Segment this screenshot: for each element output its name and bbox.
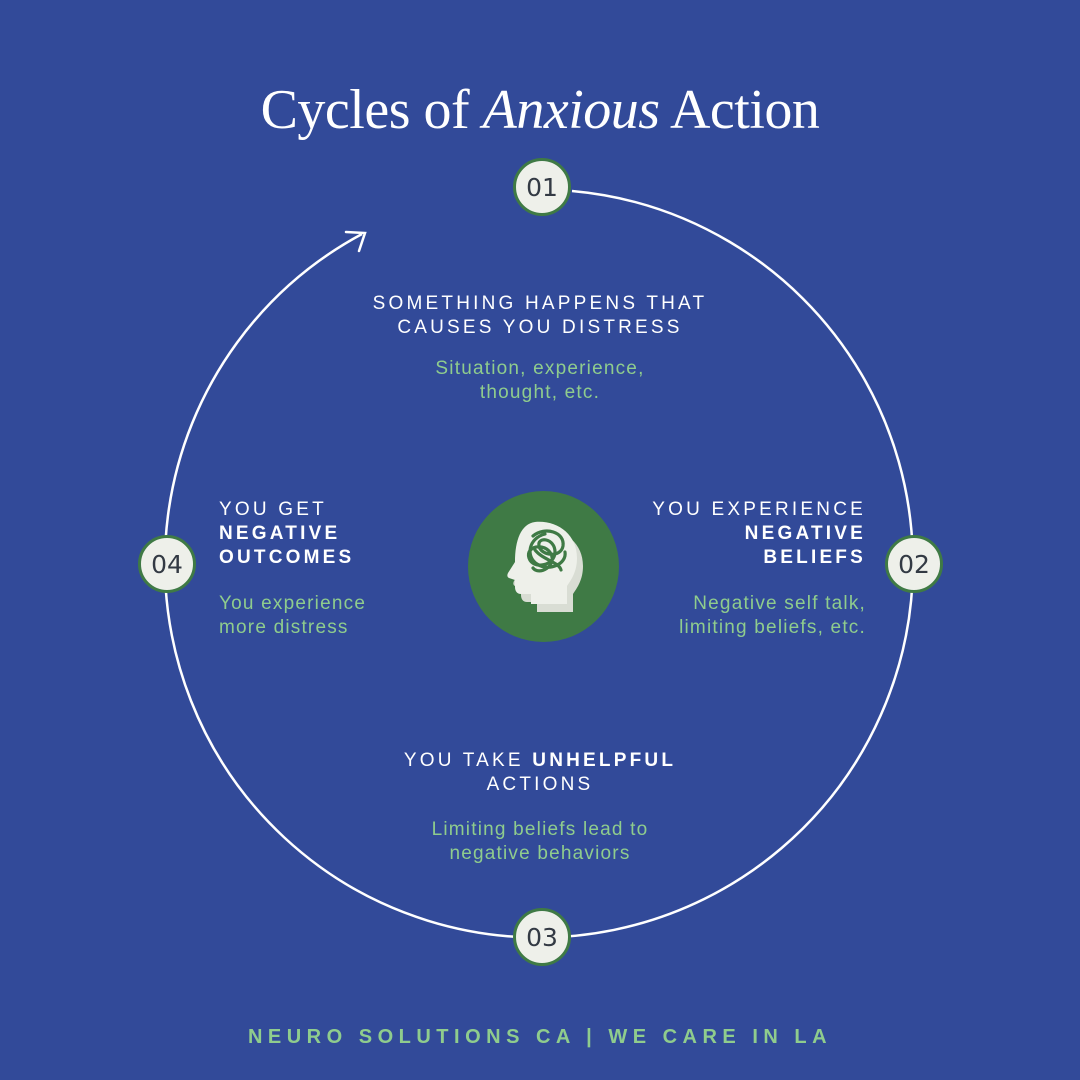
step-04-subtext-line1: You experience (219, 593, 367, 614)
step-03-heading-line2: ACTIONS (486, 774, 594, 795)
title-part1: Cycles of (260, 79, 470, 141)
step-02-subtext-line1: Negative self talk, (693, 593, 866, 614)
step-02-subtext-line2: limiting beliefs, etc. (679, 617, 866, 638)
step-03-heading-bold: UNHELPFUL (532, 750, 677, 771)
step-02-heading: YOU EXPERIENCE NEGATIVE BELIEFS (566, 498, 866, 570)
step-02-heading-bold: NEGATIVE (744, 523, 866, 544)
step-03-heading-line1: YOU TAKE (403, 750, 524, 771)
tangled-mind-head-icon (506, 521, 583, 612)
step-number-04: 04 (151, 549, 183, 579)
step-01-subtext: Situation, experience, thought, etc. (290, 357, 790, 405)
step-04-heading-line1: YOU GET (219, 499, 327, 520)
step-01-heading-line1: SOMETHING HAPPENS THAT (372, 293, 708, 314)
cycle-arrowhead (344, 230, 367, 253)
step-03-subtext-line1: Limiting beliefs lead to (431, 819, 649, 840)
step-number-01: 01 (526, 172, 558, 202)
cycle-arc (163, 189, 915, 939)
step-02-subtext: Negative self talk, limiting beliefs, et… (566, 592, 866, 640)
title-part2: Action (669, 79, 820, 141)
step-04-subtext-line2: more distress (219, 617, 349, 638)
page-title: Cycles of Anxious Action (0, 78, 1080, 142)
footer-tagline: NEURO SOLUTIONS CA | WE CARE IN LA (247, 1026, 833, 1048)
step-node-03: 03 (513, 908, 571, 966)
step-node-02: 02 (885, 535, 943, 593)
title-emphasis: Anxious (482, 79, 660, 141)
step-node-01: 01 (513, 158, 571, 216)
step-04-heading-bold: NEGATIVE (219, 523, 341, 544)
step-02-heading-line1: YOU EXPERIENCE (652, 499, 866, 520)
step-04-subtext: You experience more distress (219, 592, 479, 640)
step-02-heading-line2: BELIEFS (763, 547, 866, 568)
step-04-heading: YOU GET NEGATIVE OUTCOMES (219, 498, 479, 570)
step-01-heading: SOMETHING HAPPENS THAT CAUSES YOU DISTRE… (290, 292, 790, 340)
step-01-heading-line2: CAUSES YOU DISTRESS (397, 317, 683, 338)
center-icon-badge (468, 491, 619, 642)
step-03-subtext: Limiting beliefs lead to negative behavi… (290, 818, 790, 866)
step-01-subtext-line1: Situation, experience, (435, 358, 645, 379)
step-03-subtext-line2: negative behaviors (449, 843, 631, 864)
step-04-heading-line2: OUTCOMES (219, 547, 355, 568)
step-01-subtext-line2: thought, etc. (479, 382, 601, 403)
step-03-heading: YOU TAKE UNHELPFUL ACTIONS (290, 749, 790, 797)
step-node-04: 04 (138, 535, 196, 593)
step-number-03: 03 (526, 922, 558, 952)
step-number-02: 02 (898, 549, 930, 579)
